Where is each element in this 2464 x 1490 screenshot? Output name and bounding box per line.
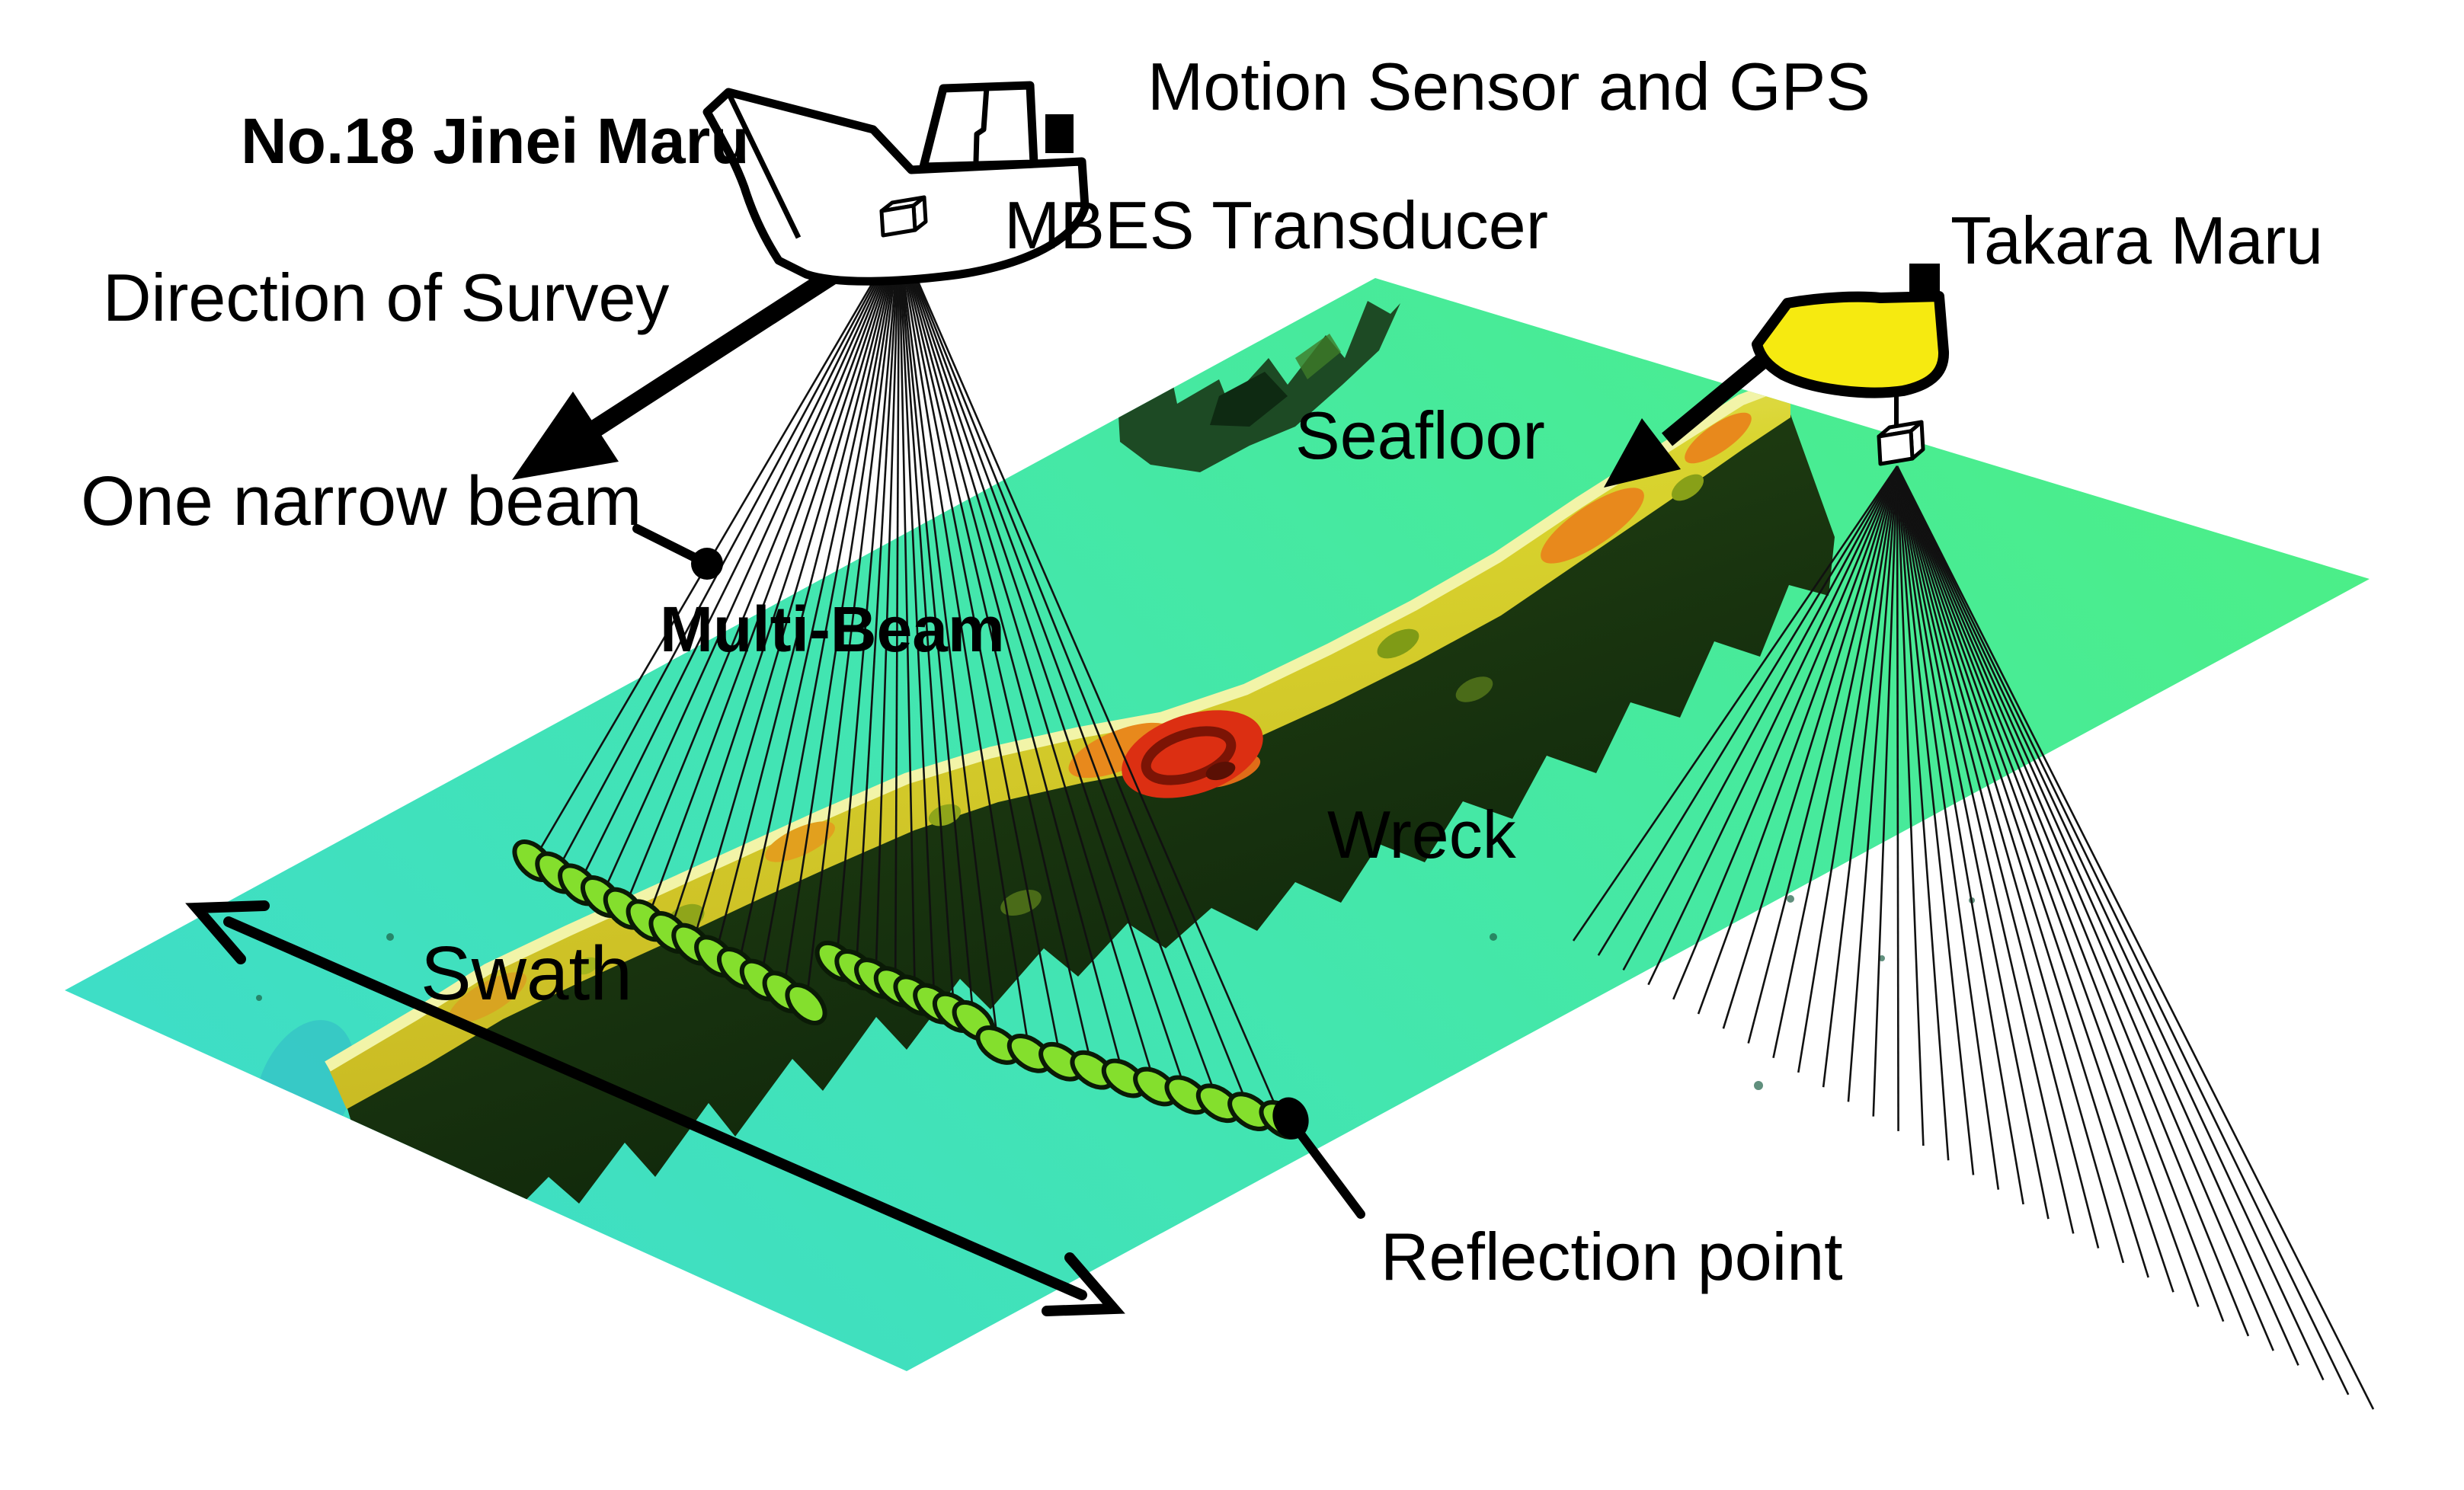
label-reflection-point: Reflection point [1381, 1219, 1843, 1294]
fishing-boat-icon [1752, 264, 1949, 466]
label-motion-sensor-gps: Motion Sensor and GPS [1147, 49, 1870, 124]
transducer-cube-icon [1877, 420, 1925, 466]
label-wreck: Wreck [1327, 797, 1516, 872]
label-survey-direction: Direction of Survey [103, 260, 670, 335]
takara-beam-fan [1572, 465, 2375, 1410]
wreck-red-highpoint [1122, 710, 1263, 798]
far-edge-ridge [1118, 301, 1400, 472]
label-multi-beam: Multi-Beam [660, 593, 1005, 665]
label-ship2-name: Takara Maru [1950, 203, 2324, 278]
wreck-shadow [347, 414, 1835, 1238]
swath-footprints [512, 839, 1304, 1140]
label-ship1-name: No.18 Jinei Maru [241, 105, 750, 177]
swath-arrow [185, 900, 1125, 1316]
one-narrow-beam-marker [632, 524, 723, 580]
jinei-beam-fan [532, 237, 1283, 1121]
reflection-point-marker [1272, 1097, 1365, 1219]
survey-ship-icon [702, 81, 1090, 286]
label-seafloor: Seafloor [1295, 398, 1545, 473]
seafloor-specks [256, 895, 1975, 1090]
label-mbes-transducer: MBES Transducer [1004, 187, 1549, 263]
takara-course-arrow-icon [1604, 353, 1770, 488]
label-one-narrow-beam: One narrow beam [81, 462, 642, 540]
transducer-cube-icon [879, 195, 928, 238]
label-swath: Swath [421, 931, 632, 1016]
